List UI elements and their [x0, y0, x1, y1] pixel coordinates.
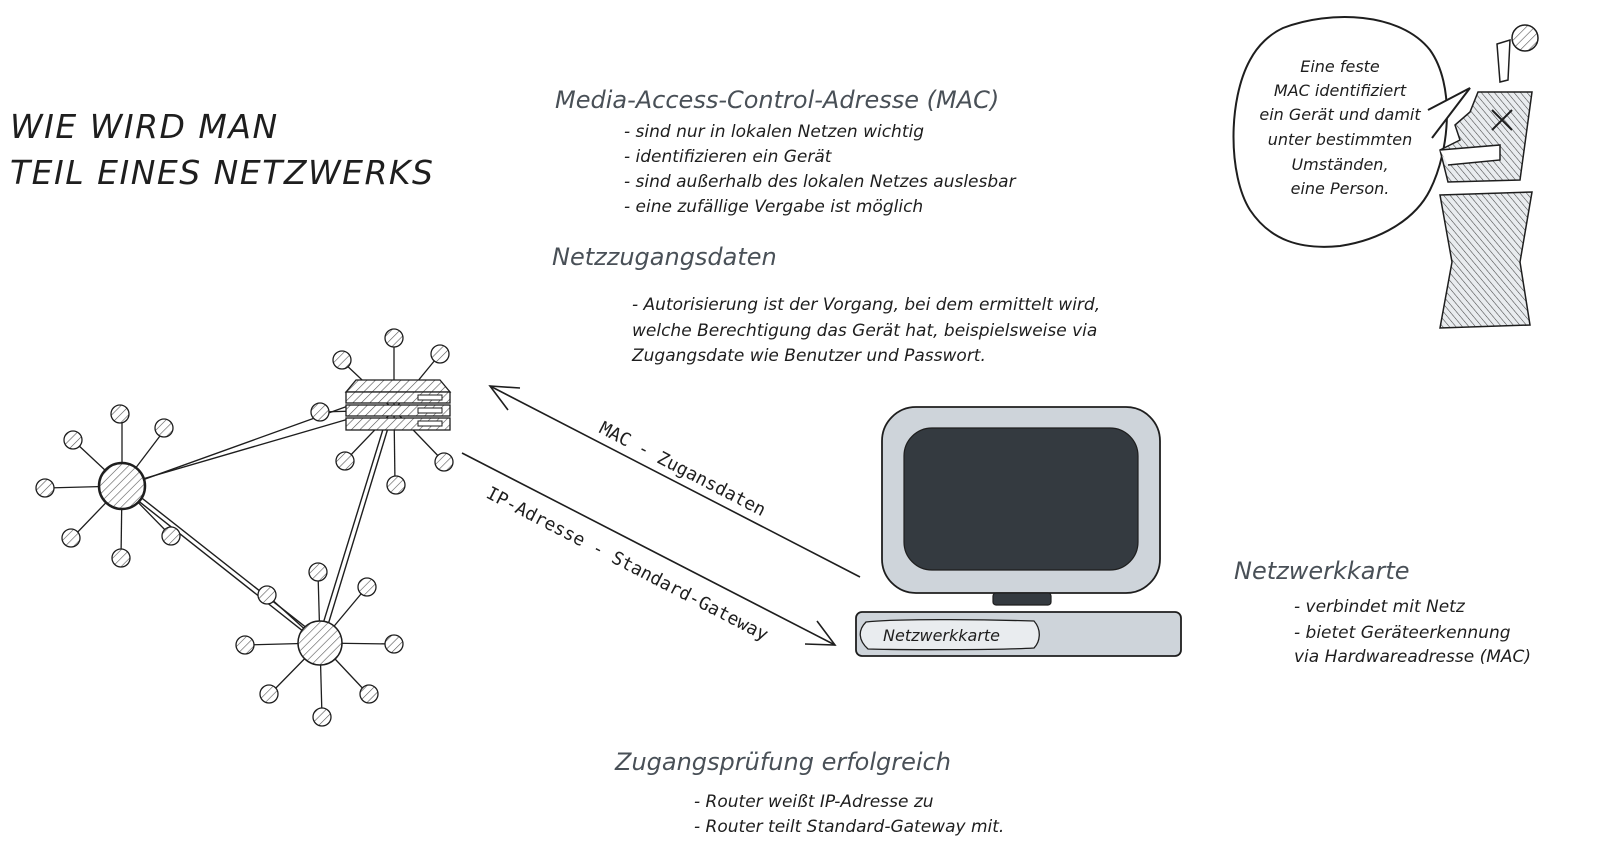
- mac-section: Media-Access-Control-Adresse (MAC) - sin…: [555, 86, 1017, 217]
- arrow-to-network: MAC - Zugansdaten: [488, 385, 861, 578]
- mac-item: - sind nur in lokalen Netzen wichtig: [624, 122, 924, 142]
- bubble-line: MAC identifiziert: [1274, 81, 1407, 100]
- success-item: - Router weißt IP-Adresse zu: [694, 792, 934, 812]
- access-line: Zugangsdate wie Benutzer und Passwort.: [631, 346, 986, 366]
- title-line-1: WIE WIRD MAN: [10, 107, 279, 146]
- mac-item: - identifizieren ein Gerät: [624, 147, 833, 167]
- monitor-screen: [903, 427, 1139, 571]
- bubble-line: eine Person.: [1291, 179, 1390, 198]
- person-icon: [1439, 24, 1539, 329]
- network-hub-bottom: [235, 562, 404, 727]
- success-heading: Zugangsprüfung erfolgreich: [614, 748, 951, 776]
- arrow-label-ip: IP-Adresse - Standard-Gateway: [483, 483, 772, 646]
- network-links: [119, 405, 389, 644]
- nic-section: Netzwerkkarte - verbindet mit Netz - bie…: [1234, 557, 1531, 667]
- server-icon: [310, 328, 454, 495]
- arrow-label-mac: MAC - Zugansdaten: [596, 418, 769, 521]
- arrow-to-computer: IP-Adresse - Standard-Gateway: [461, 452, 837, 646]
- access-section: Netzzugangsdaten - Autorisierung ist der…: [552, 243, 1100, 366]
- nic-label-box: [859, 618, 1040, 651]
- monitor-stand: [992, 592, 1052, 606]
- access-heading: Netzzugangsdaten: [552, 243, 777, 271]
- access-line: - Autorisierung ist der Vorgang, bei dem…: [632, 295, 1100, 315]
- computer-icon: Netzwerkkarte: [855, 406, 1182, 657]
- access-line: welche Berechtigung das Gerät hat, beisp…: [632, 321, 1097, 341]
- bubble-line: unter bestimmten: [1268, 130, 1413, 149]
- success-item: - Router teilt Standard-Gateway mit.: [694, 817, 1004, 837]
- page-title: WIE WIRD MAN TEIL EINES NETZWERKS: [10, 107, 434, 192]
- bubble-line: Eine feste: [1300, 57, 1380, 76]
- bubble-line: Umständen,: [1291, 155, 1388, 174]
- success-section: Zugangsprüfung erfolgreich - Router weiß…: [614, 748, 1004, 837]
- bubble-line: ein Gerät und damit: [1259, 105, 1421, 124]
- nic-item: - verbindet mit Netz: [1294, 597, 1466, 617]
- mac-item: - eine zufällige Vergabe ist möglich: [624, 197, 923, 217]
- network-hub-left: [35, 404, 181, 568]
- nic-label: Netzwerkkarte: [883, 626, 1000, 645]
- mac-heading: Media-Access-Control-Adresse (MAC): [555, 86, 999, 114]
- speech-bubble: Eine feste MAC identifiziert ein Gerät u…: [1232, 16, 1471, 248]
- nic-item: via Hardwareadresse (MAC): [1294, 647, 1531, 667]
- title-line-2: TEIL EINES NETZWERKS: [10, 153, 434, 192]
- nic-item: - bietet Geräteerkennung: [1294, 623, 1511, 643]
- mac-item: - sind außerhalb des lokalen Netzes ausl…: [624, 172, 1017, 192]
- nic-heading: Netzwerkkarte: [1234, 557, 1410, 585]
